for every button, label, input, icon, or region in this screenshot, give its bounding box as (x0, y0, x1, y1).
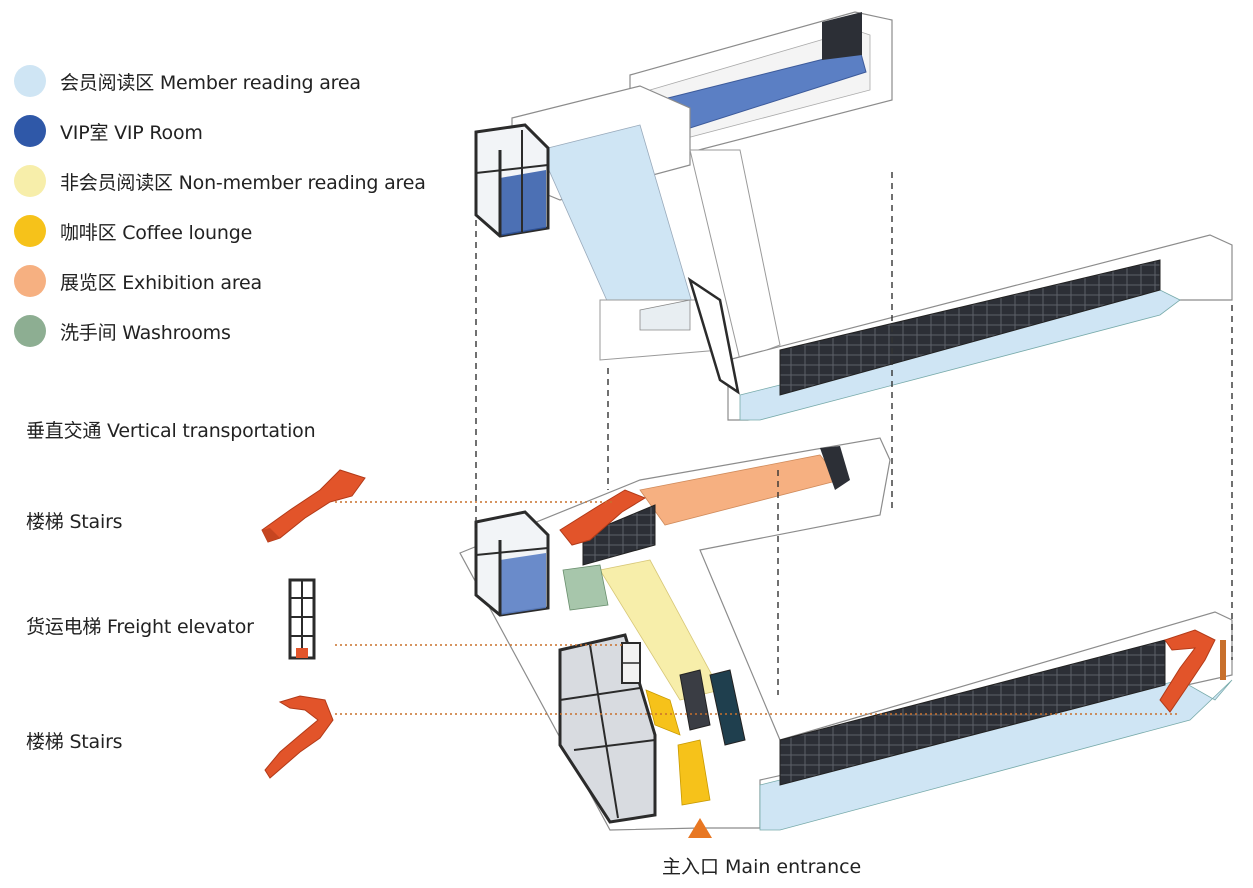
legend-coffee-lounge: 咖啡区 Coffee lounge (14, 214, 252, 248)
legend-label: 非会员阅读区 Non-member reading area (60, 171, 426, 194)
coffee-swatch (14, 215, 46, 247)
member-reading-swatch (14, 65, 46, 97)
freight-elevator-lower (474, 510, 550, 617)
bookshelf-small (582, 504, 656, 566)
coffee-entrance (677, 739, 711, 806)
legend-non-member-reading: 非会员阅读区 Non-member reading area (14, 164, 426, 198)
elevator-in-plan (621, 642, 641, 684)
upper-floor (474, 11, 1233, 421)
bookshelf-upper (779, 259, 1161, 396)
legend-washrooms: 洗手间 Washrooms (14, 314, 231, 348)
freight-elevator-icon (288, 578, 316, 660)
entrance-arrow-icon (688, 818, 712, 838)
legend-label: VIP室 VIP Room (60, 121, 203, 144)
stairs-in-plan-lower (1159, 629, 1216, 713)
stairs-lower-label: 楼梯 Stairs (26, 731, 123, 753)
bookshelf-lower (779, 639, 1166, 786)
lower-floor (459, 437, 1233, 831)
vertical-guides (475, 172, 1233, 695)
exhibition-swatch (14, 265, 46, 297)
legend-label: 洗手间 Washrooms (60, 321, 231, 344)
stairs-in-plan-upper (559, 489, 647, 546)
vertical-transport-title: 垂直交通 Vertical transportation (26, 420, 316, 442)
stairs-lower-icon (264, 695, 334, 779)
stairs-upper-icon (261, 469, 366, 543)
washroom-area (562, 564, 609, 611)
washroom-swatch (14, 315, 46, 347)
freight-elevator-label: 货运电梯 Freight elevator (26, 616, 254, 638)
vip-room-swatch (14, 115, 46, 147)
legend-member-reading: 会员阅读区 Member reading area (14, 64, 361, 98)
main-entrance-label: 主入口 Main entrance (662, 856, 862, 878)
legend-vip-room: VIP室 VIP Room (14, 114, 203, 148)
legend-exhibition: 展览区 Exhibition area (14, 264, 262, 298)
legend-label: 咖啡区 Coffee lounge (60, 221, 253, 244)
leader-lines (335, 501, 1180, 715)
non-member-swatch (14, 165, 46, 197)
legend-label: 会员阅读区 Member reading area (60, 71, 361, 94)
freight-elevator-upper (474, 123, 550, 238)
legend-label: 展览区 Exhibition area (60, 271, 262, 294)
stairs-upper-label: 楼梯 Stairs (26, 511, 123, 533)
